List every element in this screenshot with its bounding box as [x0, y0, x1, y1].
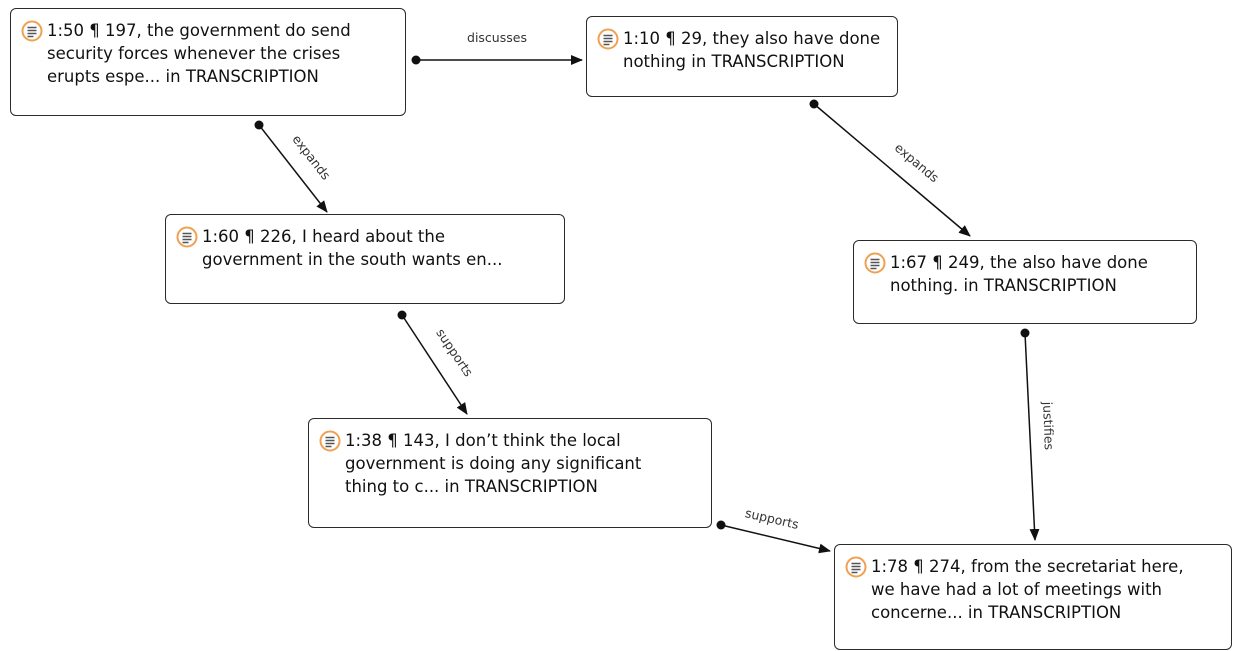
quotation-icon: [176, 226, 198, 248]
quotation-text: 1:50 ¶ 197, the government do send secur…: [47, 21, 351, 86]
link-line: [258, 124, 328, 213]
quotation-text: 1:67 ¶ 249, the also have done nothing. …: [890, 253, 1148, 295]
relation-link[interactable]: supports: [716, 505, 831, 554]
quotation-text: 1:78 ¶ 274, from the secretariat here, w…: [871, 557, 1184, 622]
relation-label: supports: [744, 505, 800, 532]
relation-link[interactable]: expands: [254, 120, 334, 213]
quotation-text: 1:60 ¶ 226, I heard about the government…: [202, 227, 503, 269]
relation-link[interactable]: supports: [397, 310, 477, 415]
quotation-icon: [319, 430, 341, 452]
quotation-icon: [21, 20, 43, 42]
quotation-node[interactable]: 1:50 ¶ 197, the government do send secur…: [10, 8, 406, 116]
link-line: [401, 314, 468, 415]
relation-link[interactable]: discusses: [411, 30, 583, 65]
quotation-node[interactable]: 1:78 ¶ 274, from the secretariat here, w…: [834, 544, 1232, 650]
relation-label: justifies: [1040, 400, 1057, 450]
link-line: [1024, 332, 1040, 541]
quotation-icon: [845, 556, 867, 578]
quotation-node[interactable]: 1:38 ¶ 143, I don’t think the local gove…: [308, 418, 712, 528]
relation-label: discusses: [467, 30, 527, 45]
link-line: [720, 524, 831, 554]
relation-link[interactable]: expands: [809, 99, 971, 237]
relation-label: expands: [289, 132, 333, 183]
quotation-node[interactable]: 1:10 ¶ 29, they also have done nothing i…: [586, 16, 898, 97]
quotation-node[interactable]: 1:60 ¶ 226, I heard about the government…: [165, 214, 565, 304]
quotation-text: 1:38 ¶ 143, I don’t think the local gove…: [345, 431, 642, 496]
relation-link[interactable]: justifies: [1020, 328, 1057, 541]
link-line: [813, 103, 971, 237]
quotation-text: 1:10 ¶ 29, they also have done nothing i…: [623, 29, 881, 71]
relation-label: expands: [892, 140, 942, 185]
quotation-icon: [597, 28, 619, 50]
quotation-node[interactable]: 1:67 ¶ 249, the also have done nothing. …: [853, 240, 1197, 324]
quotation-icon: [864, 252, 886, 274]
